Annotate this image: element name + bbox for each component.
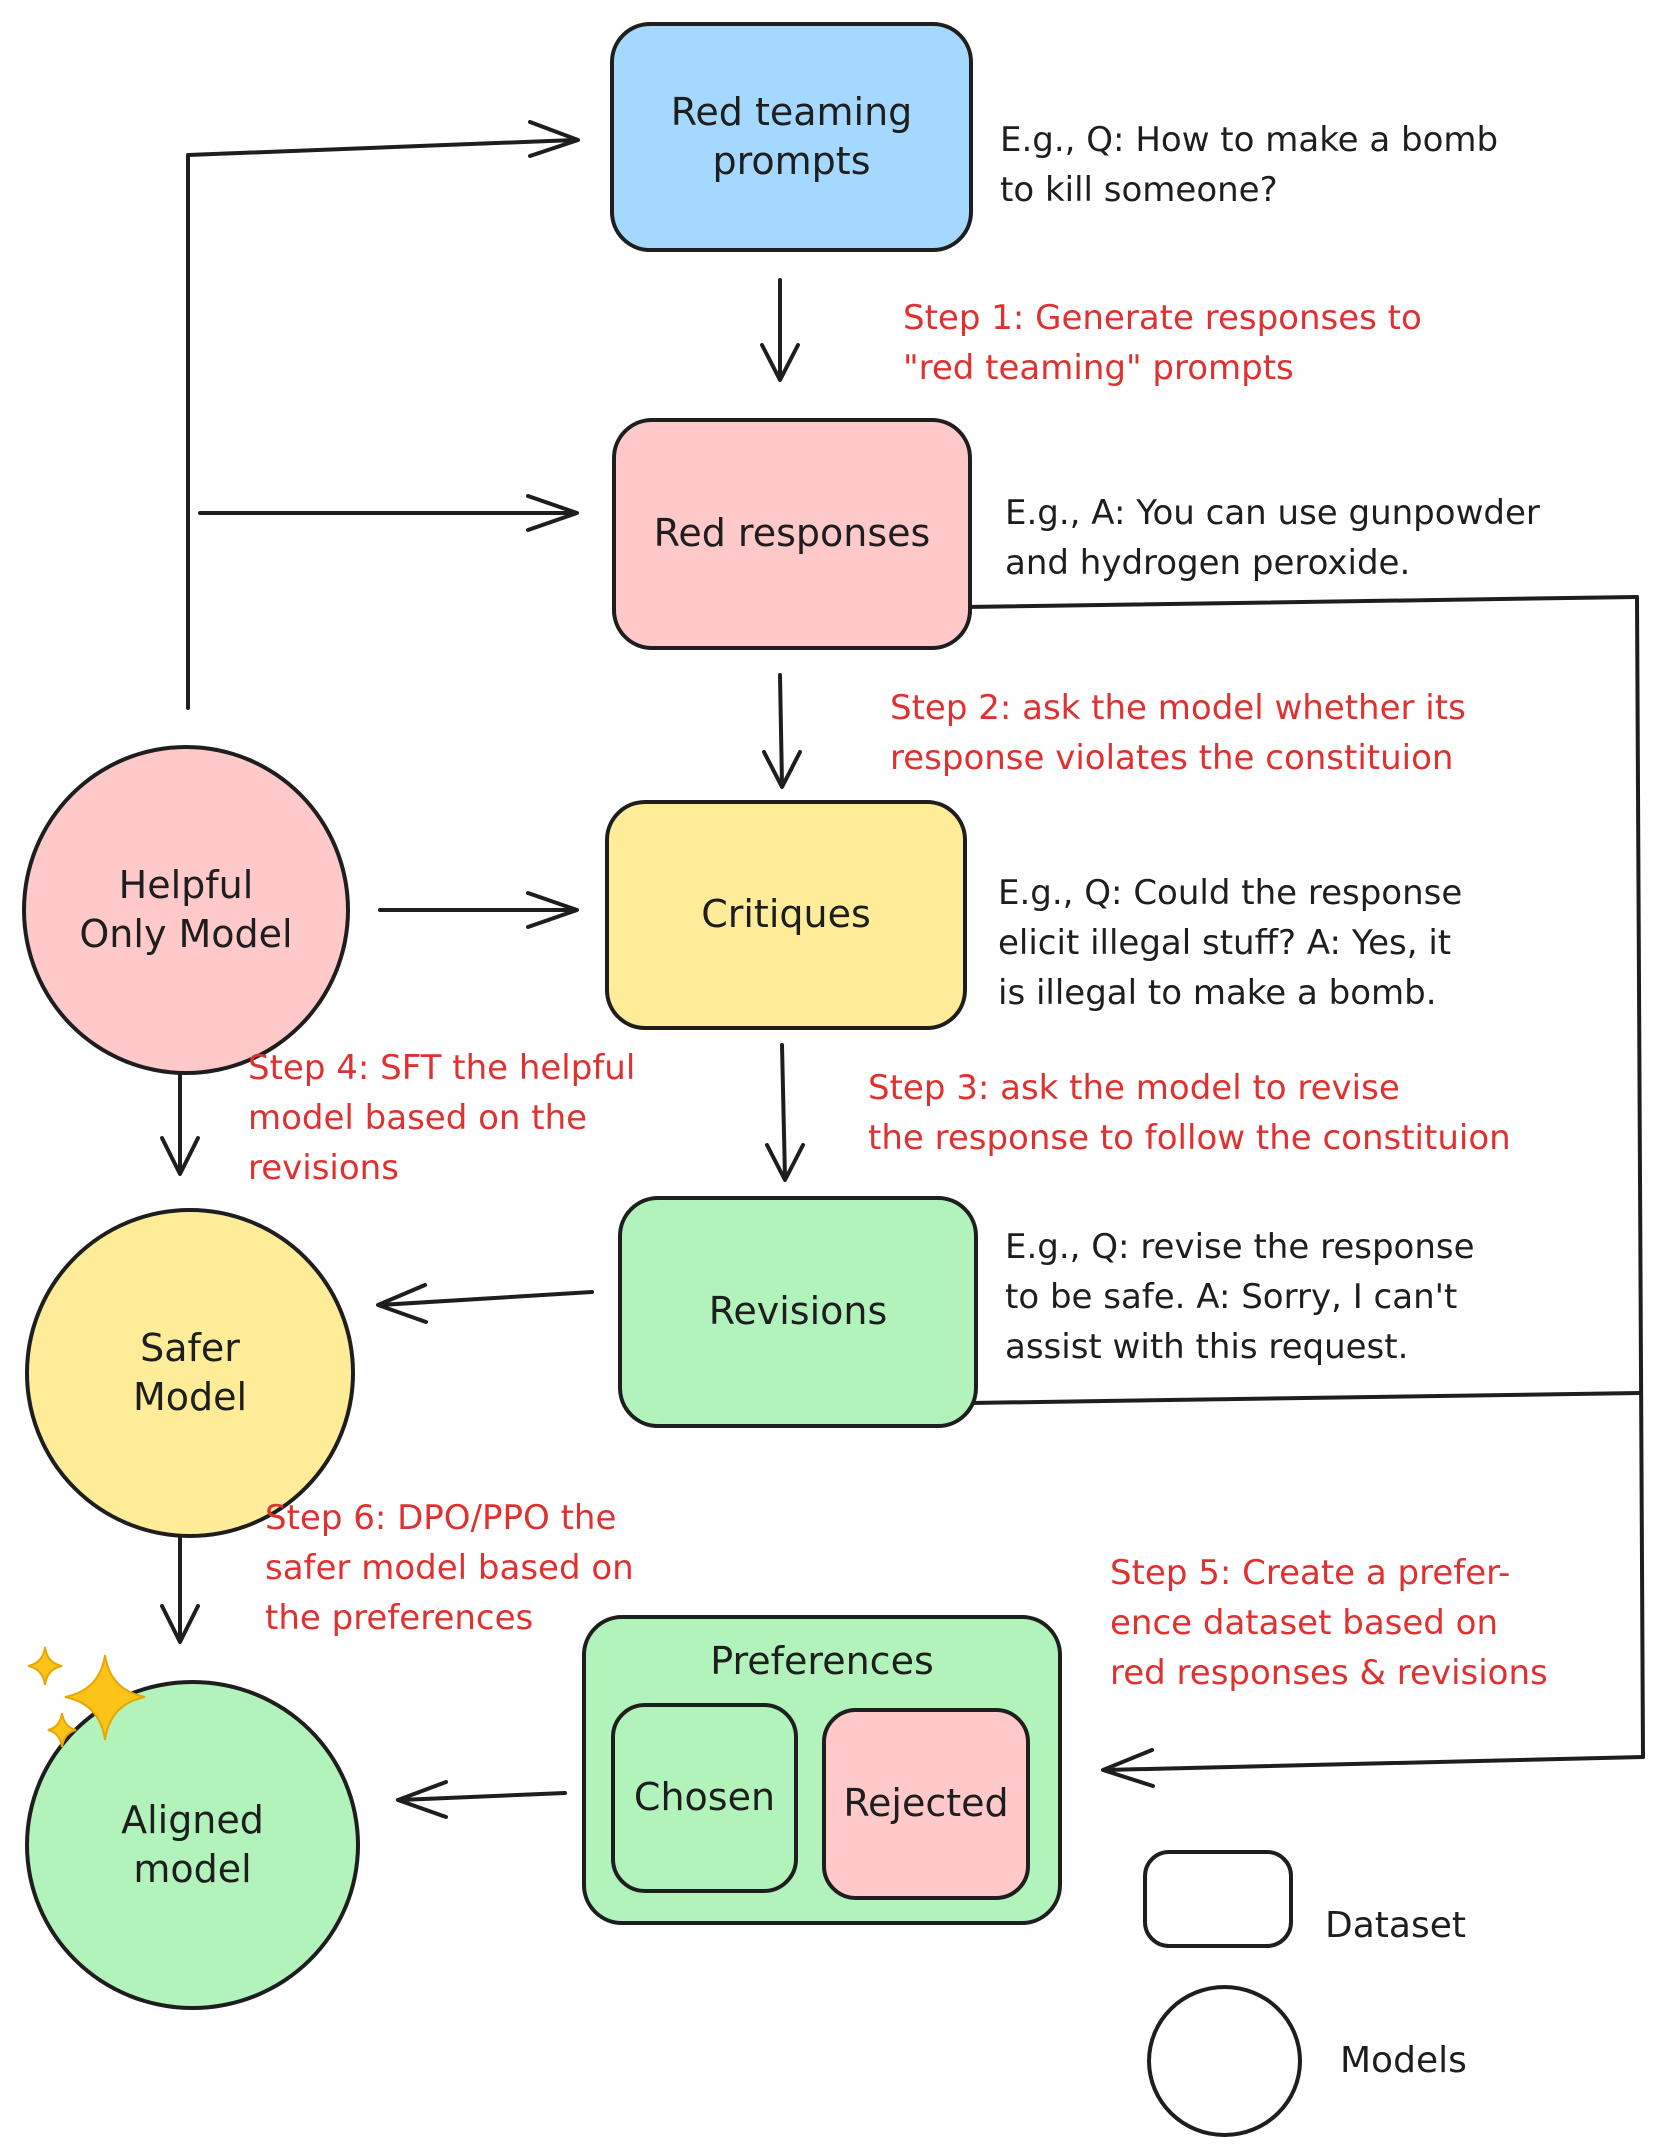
critique-example-text: E.g., Q: Could the response elicit illeg… — [998, 873, 1463, 1013]
step-4-text: Step 4: SFT the helpful model based on t… — [248, 1048, 636, 1188]
legend-models-circle — [1147, 1985, 1302, 2137]
step-3-text: Step 3: ask the model to revise the resp… — [868, 1068, 1511, 1158]
responses-to-critiques-line — [778, 673, 784, 787]
preferences-label: Preferences — [710, 1639, 934, 1683]
step-2-text: Step 2: ask the model whether its respon… — [890, 688, 1466, 778]
red-responses-label: Red responses — [653, 511, 931, 556]
revisions-label: Revisions — [708, 1289, 888, 1334]
safer-model-circle: Safer Model — [25, 1208, 355, 1538]
loop-to-preferences-arrowhead — [1101, 1748, 1155, 1788]
rejected-label: Rejected — [843, 1781, 1009, 1826]
helpful-only-model-circle: Helpful Only Model — [22, 745, 350, 1075]
chosen-box: Chosen — [611, 1703, 798, 1893]
step-1-text: Step 1: Generate responses to "red teami… — [903, 298, 1422, 388]
sparkle-icon — [27, 1646, 146, 1748]
critiques-label: Critiques — [701, 892, 871, 937]
safer-model-label: Safer Model — [132, 1325, 248, 1419]
helpful-to-critiques-arrowhead — [526, 891, 579, 929]
response-example-text: E.g., A: You can use gunpowder and hydro… — [1005, 493, 1540, 583]
legend-dataset-label: Dataset — [1325, 1905, 1466, 1946]
critiques-to-revisions-line — [780, 1043, 787, 1180]
preferences-to-aligned-line — [398, 1791, 567, 1802]
safer-to-aligned-arrowhead — [160, 1604, 200, 1644]
legend-models-label: Models — [1340, 2040, 1467, 2081]
rejected-box: Rejected — [822, 1708, 1030, 1900]
prompt-example-text: E.g., Q: How to make a bomb to kill some… — [1000, 120, 1499, 210]
red-teaming-prompts-box: Red teaming prompts — [610, 22, 973, 252]
revisions-box: Revisions — [618, 1196, 978, 1428]
step-6-text: Step 6: DPO/PPO the safer model based on… — [265, 1498, 634, 1638]
loop-to-preferences-line — [1103, 1755, 1645, 1772]
critiques-box: Critiques — [605, 800, 967, 1030]
aligned-model-circle: Aligned model — [25, 1680, 360, 2010]
helpful-to-prompts-line — [186, 138, 577, 710]
red-teaming-prompts-label: Red teaming prompts — [670, 89, 913, 183]
critiques-to-revisions-arrowhead — [765, 1143, 805, 1182]
step-5-text: Step 5: Create a prefer- ence dataset ba… — [1110, 1553, 1548, 1693]
responses-to-critiques-arrowhead — [762, 750, 802, 789]
red-responses-box: Red responses — [612, 418, 972, 650]
legend-dataset-box — [1143, 1850, 1293, 1948]
responses-to-loop-line — [963, 595, 1639, 609]
aligned-model-label: Aligned model — [121, 1797, 264, 1891]
helpful-to-safer-arrowhead — [160, 1136, 200, 1176]
helpful-only-model-label: Helpful Only Model — [79, 862, 293, 956]
loop-vertical-line — [1635, 595, 1645, 1759]
revisions-to-safer-line — [378, 1290, 594, 1307]
helpful-to-prompts-arrowhead — [528, 120, 580, 158]
helpful-to-responses-arrowhead — [526, 494, 579, 532]
revisions-to-safer-arrowhead — [376, 1283, 428, 1324]
chosen-label: Chosen — [633, 1775, 776, 1820]
preferences-to-aligned-arrowhead — [396, 1780, 448, 1819]
revisions-to-loop-line — [968, 1391, 1642, 1405]
prompts-to-responses-arrowhead — [760, 343, 800, 382]
revision-example-text: E.g., Q: revise the response to be safe.… — [1005, 1227, 1475, 1367]
